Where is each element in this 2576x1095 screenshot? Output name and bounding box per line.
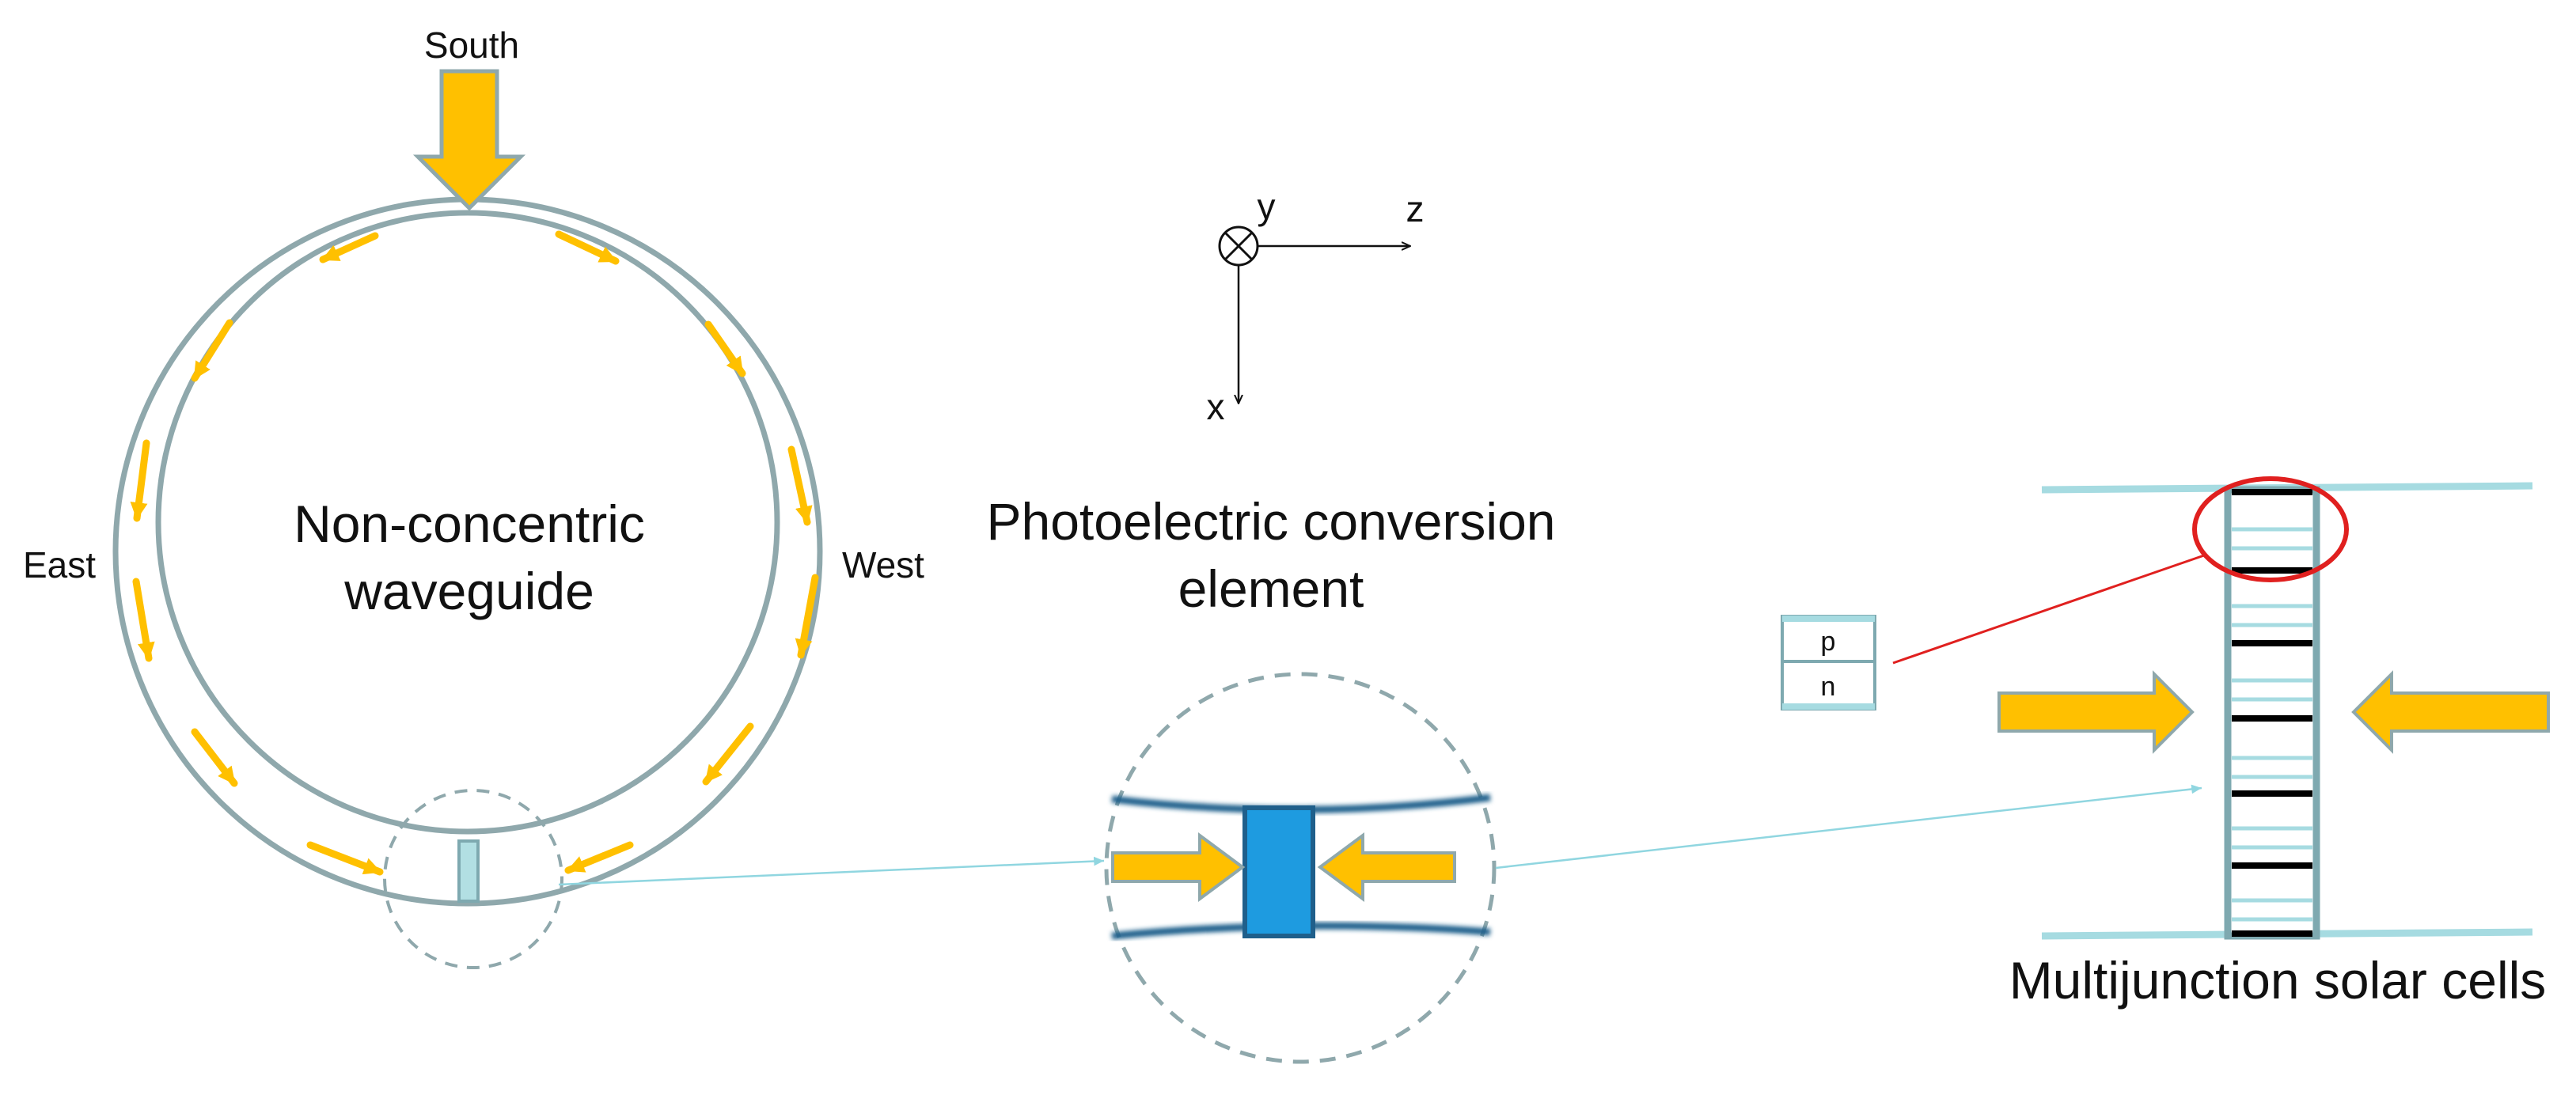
ring-arrow-2 xyxy=(191,319,233,382)
ring-arrow-7 xyxy=(555,230,620,265)
ring-zoom-circle xyxy=(383,789,563,969)
waveguide-inner-ring xyxy=(155,210,780,835)
east-label: East xyxy=(23,544,96,585)
coordinate-axes: y z x xyxy=(1207,186,1425,427)
right-light-arrow xyxy=(1317,832,1456,902)
ring-arrow-4 xyxy=(132,578,155,662)
pn-inset: p n xyxy=(1781,615,1876,710)
waveguide-group: South East West Non-concentric waveguide xyxy=(23,25,1105,969)
ring-arrow-3 xyxy=(130,439,150,522)
n-layer-label: n xyxy=(1821,672,1836,702)
south-incoming-arrow xyxy=(412,69,526,211)
ring-arrow-10 xyxy=(795,574,819,659)
ring-arrow-6 xyxy=(306,841,384,876)
ring-conversion-element xyxy=(457,839,480,903)
zoom-leader-line-1 xyxy=(558,856,1105,886)
cell-right-light-arrow xyxy=(2351,670,2550,754)
multijunction-cell xyxy=(2224,486,2320,940)
ring-light-arrows xyxy=(130,230,819,876)
multijunction-label: Multijunction solar cells xyxy=(2009,951,2547,1010)
light-layers xyxy=(2232,527,2312,922)
multijunction-group: p n Multijunction solar cells xyxy=(1781,476,2550,1010)
zoom-leader-line-2 xyxy=(1495,784,2202,870)
photo-title-line2: element xyxy=(1178,559,1364,618)
photoelectric-element-group: Photoelectric conversion element xyxy=(986,492,2202,1064)
photo-title-line1: Photoelectric conversion xyxy=(986,492,1555,551)
left-light-arrow xyxy=(1111,832,1246,902)
dark-junctions xyxy=(2232,489,2312,937)
waveguide-title-line1: Non-concentric xyxy=(294,494,645,553)
south-label: South xyxy=(424,25,519,66)
magnified-circle xyxy=(1104,672,1497,1064)
ring-arrow-8 xyxy=(704,320,746,377)
circle-cross-icon xyxy=(1218,225,1259,267)
highlight-leader-line xyxy=(1892,554,2205,665)
axis-z-label: z xyxy=(1406,188,1425,229)
ring-arrow-1 xyxy=(319,232,379,263)
ring-arrow-12 xyxy=(564,841,634,874)
axis-x-label: x xyxy=(1207,386,1225,427)
west-label: West xyxy=(842,544,924,585)
ring-arrow-11 xyxy=(702,722,754,786)
conversion-element xyxy=(1242,805,1315,938)
cell-left-light-arrow xyxy=(1997,670,2195,754)
waveguide-title-line2: waveguide xyxy=(343,562,594,620)
p-layer-label: p xyxy=(1821,627,1836,657)
junction-highlight-circle xyxy=(2192,476,2349,582)
axis-y-label: y xyxy=(1258,186,1276,227)
ring-arrow-9 xyxy=(787,445,813,526)
ring-arrow-5 xyxy=(191,728,238,787)
